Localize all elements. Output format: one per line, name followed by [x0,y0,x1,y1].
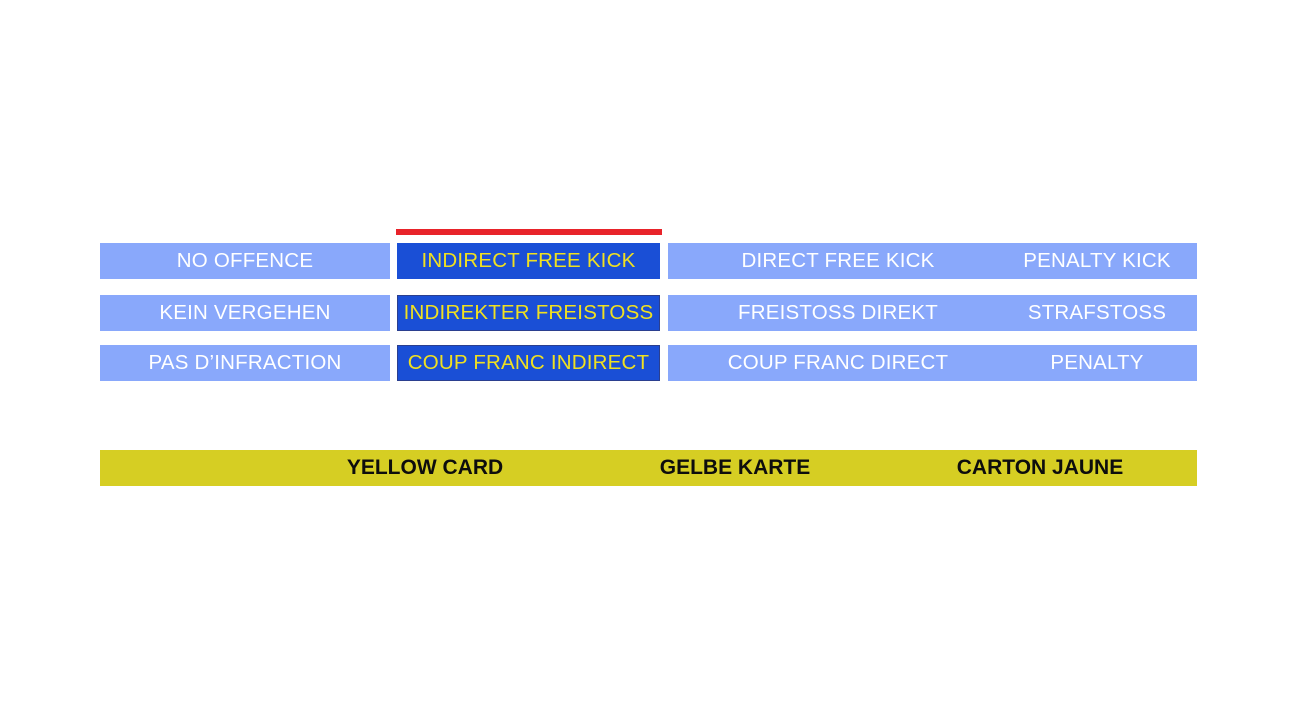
cell-penalty-kick-french: PENALTY [1050,351,1144,374]
cell-group-french[interactable]: COUP FRANC DIRECT PENALTY [668,345,1197,381]
cell-penalty-kick-english: PENALTY KICK [1023,249,1171,272]
decision-row-english: NO OFFENCE INDIRECT FREE KICK DIRECT FRE… [100,243,1197,279]
decision-row-french: PAS D’INFRACTION COUP FRANC INDIRECT COU… [100,345,1197,381]
cell-no-offence-english[interactable]: NO OFFENCE [100,243,390,279]
cell-no-offence-french[interactable]: PAS D’INFRACTION [100,345,390,381]
cell-indirect-free-kick-french[interactable]: COUP FRANC INDIRECT [397,345,660,381]
cell-group-english[interactable]: DIRECT FREE KICK PENALTY KICK [668,243,1197,279]
decision-row-german: KEIN VERGEHEN INDIREKTER FREISTOSS FREIS… [100,295,1197,331]
cell-indirect-free-kick-english[interactable]: INDIRECT FREE KICK [397,243,660,279]
yellow-card-label-french: CARTON JAUNE [956,456,1124,479]
cell-group-german[interactable]: FREISTOSS DIREKT STRAFSTOSS [668,295,1197,331]
cell-indirect-free-kick-german[interactable]: INDIREKTER FREISTOSS [397,295,660,331]
red-accent-bar [396,229,662,235]
cell-direct-free-kick-english: DIRECT FREE KICK [741,249,935,272]
cell-penalty-kick-german: STRAFSTOSS [1027,301,1167,324]
cell-direct-free-kick-german: FREISTOSS DIREKT [738,301,938,324]
yellow-card-label-english: YELLOW CARD [346,456,504,479]
yellow-card-bar[interactable]: YELLOW CARD GELBE KARTE CARTON JAUNE [100,450,1197,486]
cell-direct-free-kick-french: COUP FRANC DIRECT [727,351,949,374]
yellow-card-label-german: GELBE KARTE [659,456,811,479]
cell-no-offence-german[interactable]: KEIN VERGEHEN [100,295,390,331]
